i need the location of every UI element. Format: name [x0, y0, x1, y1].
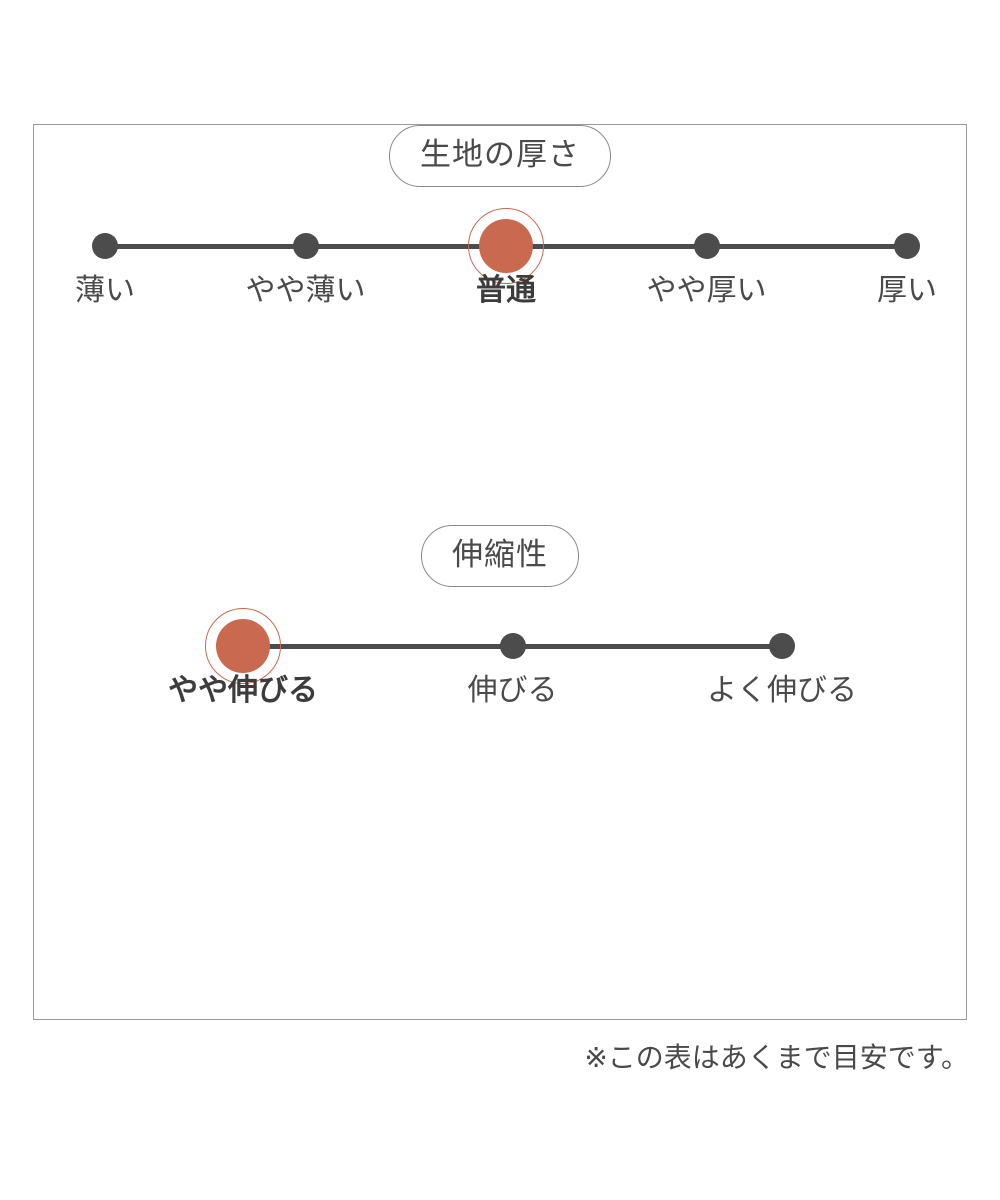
scale-dot-thickness-3[interactable] [693, 233, 720, 260]
scale-label-thickness-3: やや厚い [646, 274, 767, 308]
scale-track-stretchiness: やや伸びる 伸びる よく伸びる [34, 587, 966, 707]
scale-selected-ring-stretch [205, 608, 281, 685]
scale-selected-ring-thickness [468, 208, 544, 285]
scale-label-stretch-0: やや伸びる [168, 674, 318, 708]
scale-label-thickness-1: やや薄い [245, 274, 366, 308]
section-stretchiness: 伸縮性 やや伸びる 伸びる よく伸びる [34, 525, 966, 707]
footnote-disclaimer: ※この表はあくまで目安です。 [584, 1042, 969, 1073]
section-fabric-thickness: 生地の厚さ 薄い やや薄い 普通 やや厚い 厚い [34, 125, 966, 307]
fabric-spec-card: 生地の厚さ 薄い やや薄い 普通 やや厚い 厚い 伸縮性 やや伸びる 伸びる よく伸びる [33, 124, 967, 1020]
scale-dot-selected-stretch-0[interactable] [216, 619, 270, 674]
scale-label-thickness-4: 厚い [877, 274, 937, 308]
scale-label-stretch-1: 伸びる [467, 674, 558, 708]
scale-dot-thickness-4[interactable] [894, 233, 920, 260]
scale-dot-thickness-1[interactable] [292, 233, 319, 260]
scale-dot-stretch-2[interactable] [769, 633, 795, 660]
scale-label-stretch-2: よく伸びる [707, 674, 857, 708]
scale-dot-thickness-0[interactable] [92, 233, 118, 260]
badge-row-stretch: 伸縮性 [34, 525, 966, 588]
badge-row-thickness: 生地の厚さ [34, 125, 966, 188]
scale-track-thickness: 薄い やや薄い 普通 やや厚い 厚い [34, 187, 966, 307]
scale-dot-stretch-1[interactable] [499, 633, 526, 660]
badge-fabric-thickness: 生地の厚さ [389, 125, 611, 188]
badge-stretchiness: 伸縮性 [421, 525, 579, 588]
scale-label-thickness-0: 薄い [75, 274, 135, 308]
scale-label-thickness-2: 普通 [476, 274, 536, 308]
scale-dot-selected-thickness-2[interactable] [479, 219, 533, 274]
